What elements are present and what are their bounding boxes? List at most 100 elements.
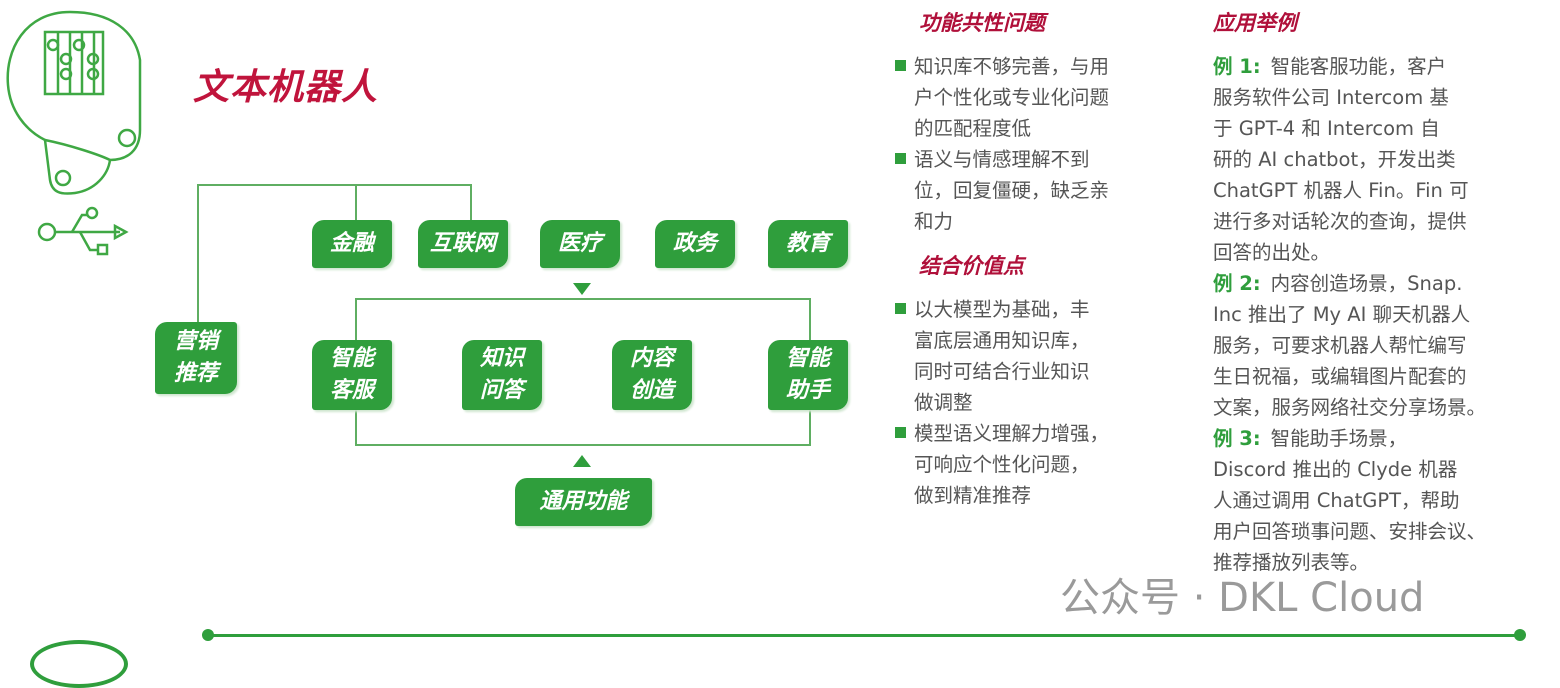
example-label: 例 1: bbox=[1213, 55, 1261, 78]
text: 用户回答琐事问题、安排会议、 bbox=[1213, 520, 1487, 543]
industry-finance: 金融 bbox=[312, 220, 392, 268]
text-line: 例 2: 内容创造场景，Snap. bbox=[1213, 268, 1533, 299]
text: 以大模型为基础，丰 bbox=[914, 298, 1090, 321]
issues-heading: 功能共性问题 bbox=[919, 11, 1045, 35]
text: 服务软件公司 Intercom 基 bbox=[1213, 86, 1449, 109]
pill-line: 客服 bbox=[329, 378, 374, 403]
text-line: 做调整 bbox=[914, 391, 973, 414]
general-function: 通用功能 bbox=[515, 478, 652, 526]
text-line: 以大模型为基础，丰 bbox=[895, 294, 1109, 325]
text: ChatGPT 机器人 Fin。Fin 可 bbox=[1213, 179, 1469, 202]
text-line: 做到精准推荐 bbox=[914, 484, 1032, 507]
divider-line bbox=[208, 634, 1520, 637]
text-line: 可响应个性化问题， bbox=[914, 453, 1090, 476]
text-line: 用户回答琐事问题、安排会议、 bbox=[1213, 516, 1533, 547]
text-line: 文案，服务网络社交分享场景。 bbox=[1213, 392, 1533, 423]
text: 进行多对话轮次的查询，提供 bbox=[1213, 210, 1467, 233]
pill-line: 内容 bbox=[629, 346, 674, 371]
pill-line: 问答 bbox=[479, 378, 524, 403]
industry-government: 政务 bbox=[655, 220, 735, 268]
text: Inc 推出了 My AI 聊天机器人 bbox=[1213, 303, 1471, 326]
page-title: 文本机器人 bbox=[193, 67, 379, 108]
text-line: 进行多对话轮次的查询，提供 bbox=[1213, 206, 1533, 237]
industry-internet: 互联网 bbox=[418, 220, 508, 268]
text-line: 户个性化或专业化问题 bbox=[914, 86, 1110, 109]
connector-line bbox=[355, 410, 357, 446]
text-line: 模型语义理解力增强， bbox=[895, 418, 1109, 449]
text: 服务，可要求机器人帮忙编写 bbox=[1213, 334, 1467, 357]
robot-head-icon bbox=[6, 10, 142, 256]
function-knowledge-qa: 知识问答 bbox=[462, 340, 542, 410]
text-line: Inc 推出了 My AI 聊天机器人 bbox=[1213, 299, 1533, 330]
pill-line: 营销 bbox=[173, 329, 218, 354]
text-line: 和力 bbox=[914, 210, 954, 233]
text-line: 同时可结合行业知识 bbox=[914, 360, 1090, 383]
industry-education: 教育 bbox=[768, 220, 848, 268]
connector-line bbox=[355, 444, 811, 446]
text-line: 的匹配程度低 bbox=[914, 117, 1032, 140]
examples-column: 应用举例 例 1: 智能客服功能，客户服务软件公司 Intercom 基于 GPT… bbox=[1213, 8, 1533, 578]
function-content-creation: 内容创造 bbox=[612, 340, 692, 410]
text: 智能客服功能，客户 bbox=[1270, 55, 1447, 78]
example-label: 例 2: bbox=[1213, 272, 1261, 295]
text-line: 于 GPT-4 和 Intercom 自 bbox=[1213, 113, 1533, 144]
issues-column: 功能共性问题 知识库不够完善，与用 户个性化或专业化问题 的匹配程度低 语义与情… bbox=[895, 8, 1109, 511]
text: 于 GPT-4 和 Intercom 自 bbox=[1213, 117, 1440, 140]
pill-line: 创造 bbox=[629, 378, 674, 403]
text: 语义与情感理解不到 bbox=[914, 148, 1090, 171]
bullet-icon bbox=[895, 303, 906, 314]
value-heading: 结合价值点 bbox=[919, 254, 1024, 278]
function-assistant: 智能助手 bbox=[768, 340, 848, 410]
text: 生日祝福，或编辑图片配套的 bbox=[1213, 365, 1467, 388]
text: 回答的出处。 bbox=[1213, 241, 1331, 264]
text-line: 服务，可要求机器人帮忙编写 bbox=[1213, 330, 1533, 361]
text: 文案，服务网络社交分享场景。 bbox=[1213, 396, 1487, 419]
bullet-icon bbox=[895, 153, 906, 164]
text-line: 例 3: 智能助手场景， bbox=[1213, 423, 1533, 454]
text-line: 富底层通用知识库， bbox=[914, 329, 1090, 352]
watermark: 公众号 · DKL Cloud bbox=[1060, 575, 1425, 621]
marketing-recommend: 营销推荐 bbox=[155, 322, 237, 394]
text: 模型语义理解力增强， bbox=[914, 422, 1110, 445]
divider-dot bbox=[202, 629, 214, 641]
connector-line bbox=[197, 184, 471, 186]
examples-heading: 应用举例 bbox=[1213, 11, 1297, 35]
text-line: ChatGPT 机器人 Fin。Fin 可 bbox=[1213, 175, 1533, 206]
function-customer-service: 智能客服 bbox=[312, 340, 392, 410]
text-line: 生日祝福，或编辑图片配套的 bbox=[1213, 361, 1533, 392]
text-line: 例 1: 智能客服功能，客户 bbox=[1213, 51, 1533, 82]
text-line: 回答的出处。 bbox=[1213, 237, 1533, 268]
arrow-down-icon bbox=[573, 283, 591, 295]
pill-line: 知识 bbox=[479, 346, 524, 371]
text-line: 研的 AI chatbot，开发出类 bbox=[1213, 144, 1533, 175]
text-line: 知识库不够完善，与用 bbox=[895, 51, 1109, 82]
text-line: Discord 推出的 Clyde 机器 bbox=[1213, 454, 1533, 485]
text: 智能助手场景， bbox=[1270, 427, 1408, 450]
connector-line bbox=[470, 184, 472, 220]
text-line: 推荐播放列表等。 bbox=[1213, 547, 1533, 578]
connector-line bbox=[809, 410, 811, 446]
divider-dot bbox=[1514, 629, 1526, 641]
example-label: 例 3: bbox=[1213, 427, 1261, 450]
connector-line bbox=[809, 298, 811, 340]
bullet-icon bbox=[895, 60, 906, 71]
bullet-icon bbox=[895, 427, 906, 438]
text: 人通过调用 ChatGPT，帮助 bbox=[1213, 489, 1460, 512]
pill-line: 智能 bbox=[329, 346, 374, 371]
text: 知识库不够完善，与用 bbox=[914, 55, 1110, 78]
text: Discord 推出的 Clyde 机器 bbox=[1213, 458, 1458, 481]
connector-line bbox=[355, 298, 811, 300]
text-line: 人通过调用 ChatGPT，帮助 bbox=[1213, 485, 1533, 516]
text: 内容创造场景，Snap. bbox=[1270, 272, 1463, 295]
industry-medical: 医疗 bbox=[540, 220, 620, 268]
connector-line bbox=[197, 184, 199, 322]
connector-line bbox=[355, 298, 357, 340]
pill-line: 助手 bbox=[785, 378, 830, 403]
text-line: 语义与情感理解不到 bbox=[895, 144, 1109, 175]
text-line: 服务软件公司 Intercom 基 bbox=[1213, 82, 1533, 113]
next-section-icon bbox=[30, 640, 128, 688]
text-line: 位，回复僵硬，缺乏亲 bbox=[914, 179, 1110, 202]
arrow-up-icon bbox=[573, 455, 591, 467]
pill-line: 智能 bbox=[785, 346, 830, 371]
text: 研的 AI chatbot，开发出类 bbox=[1213, 148, 1456, 171]
